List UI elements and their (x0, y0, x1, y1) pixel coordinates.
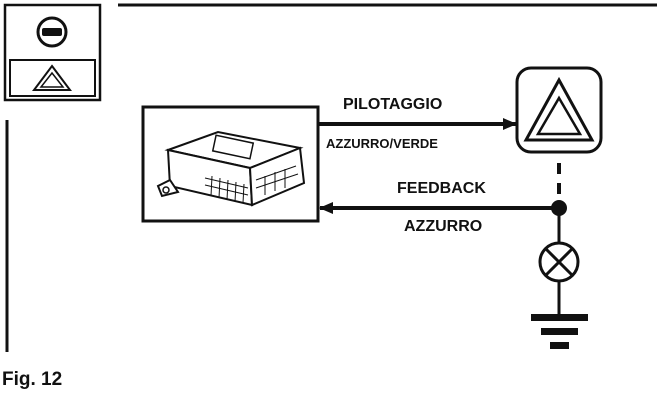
label-azzurro-verde: AZZURRO/VERDE (326, 136, 438, 151)
label-azzurro: AZZURRO (404, 218, 482, 235)
label-feedback: FEEDBACK (397, 180, 486, 197)
minus-circle-icon (36, 16, 68, 48)
hazard-switch (515, 66, 603, 154)
hazard-triangle-icon (32, 64, 72, 91)
header-icon-box (3, 3, 102, 102)
figure-caption: Fig. 12 (2, 369, 62, 390)
label-pilotaggio: PILOTAGGIO (343, 96, 442, 113)
hazard-triangle-icon (523, 76, 595, 142)
control-module (141, 105, 320, 223)
lamp-icon (538, 241, 580, 283)
ground-icon (531, 314, 588, 349)
